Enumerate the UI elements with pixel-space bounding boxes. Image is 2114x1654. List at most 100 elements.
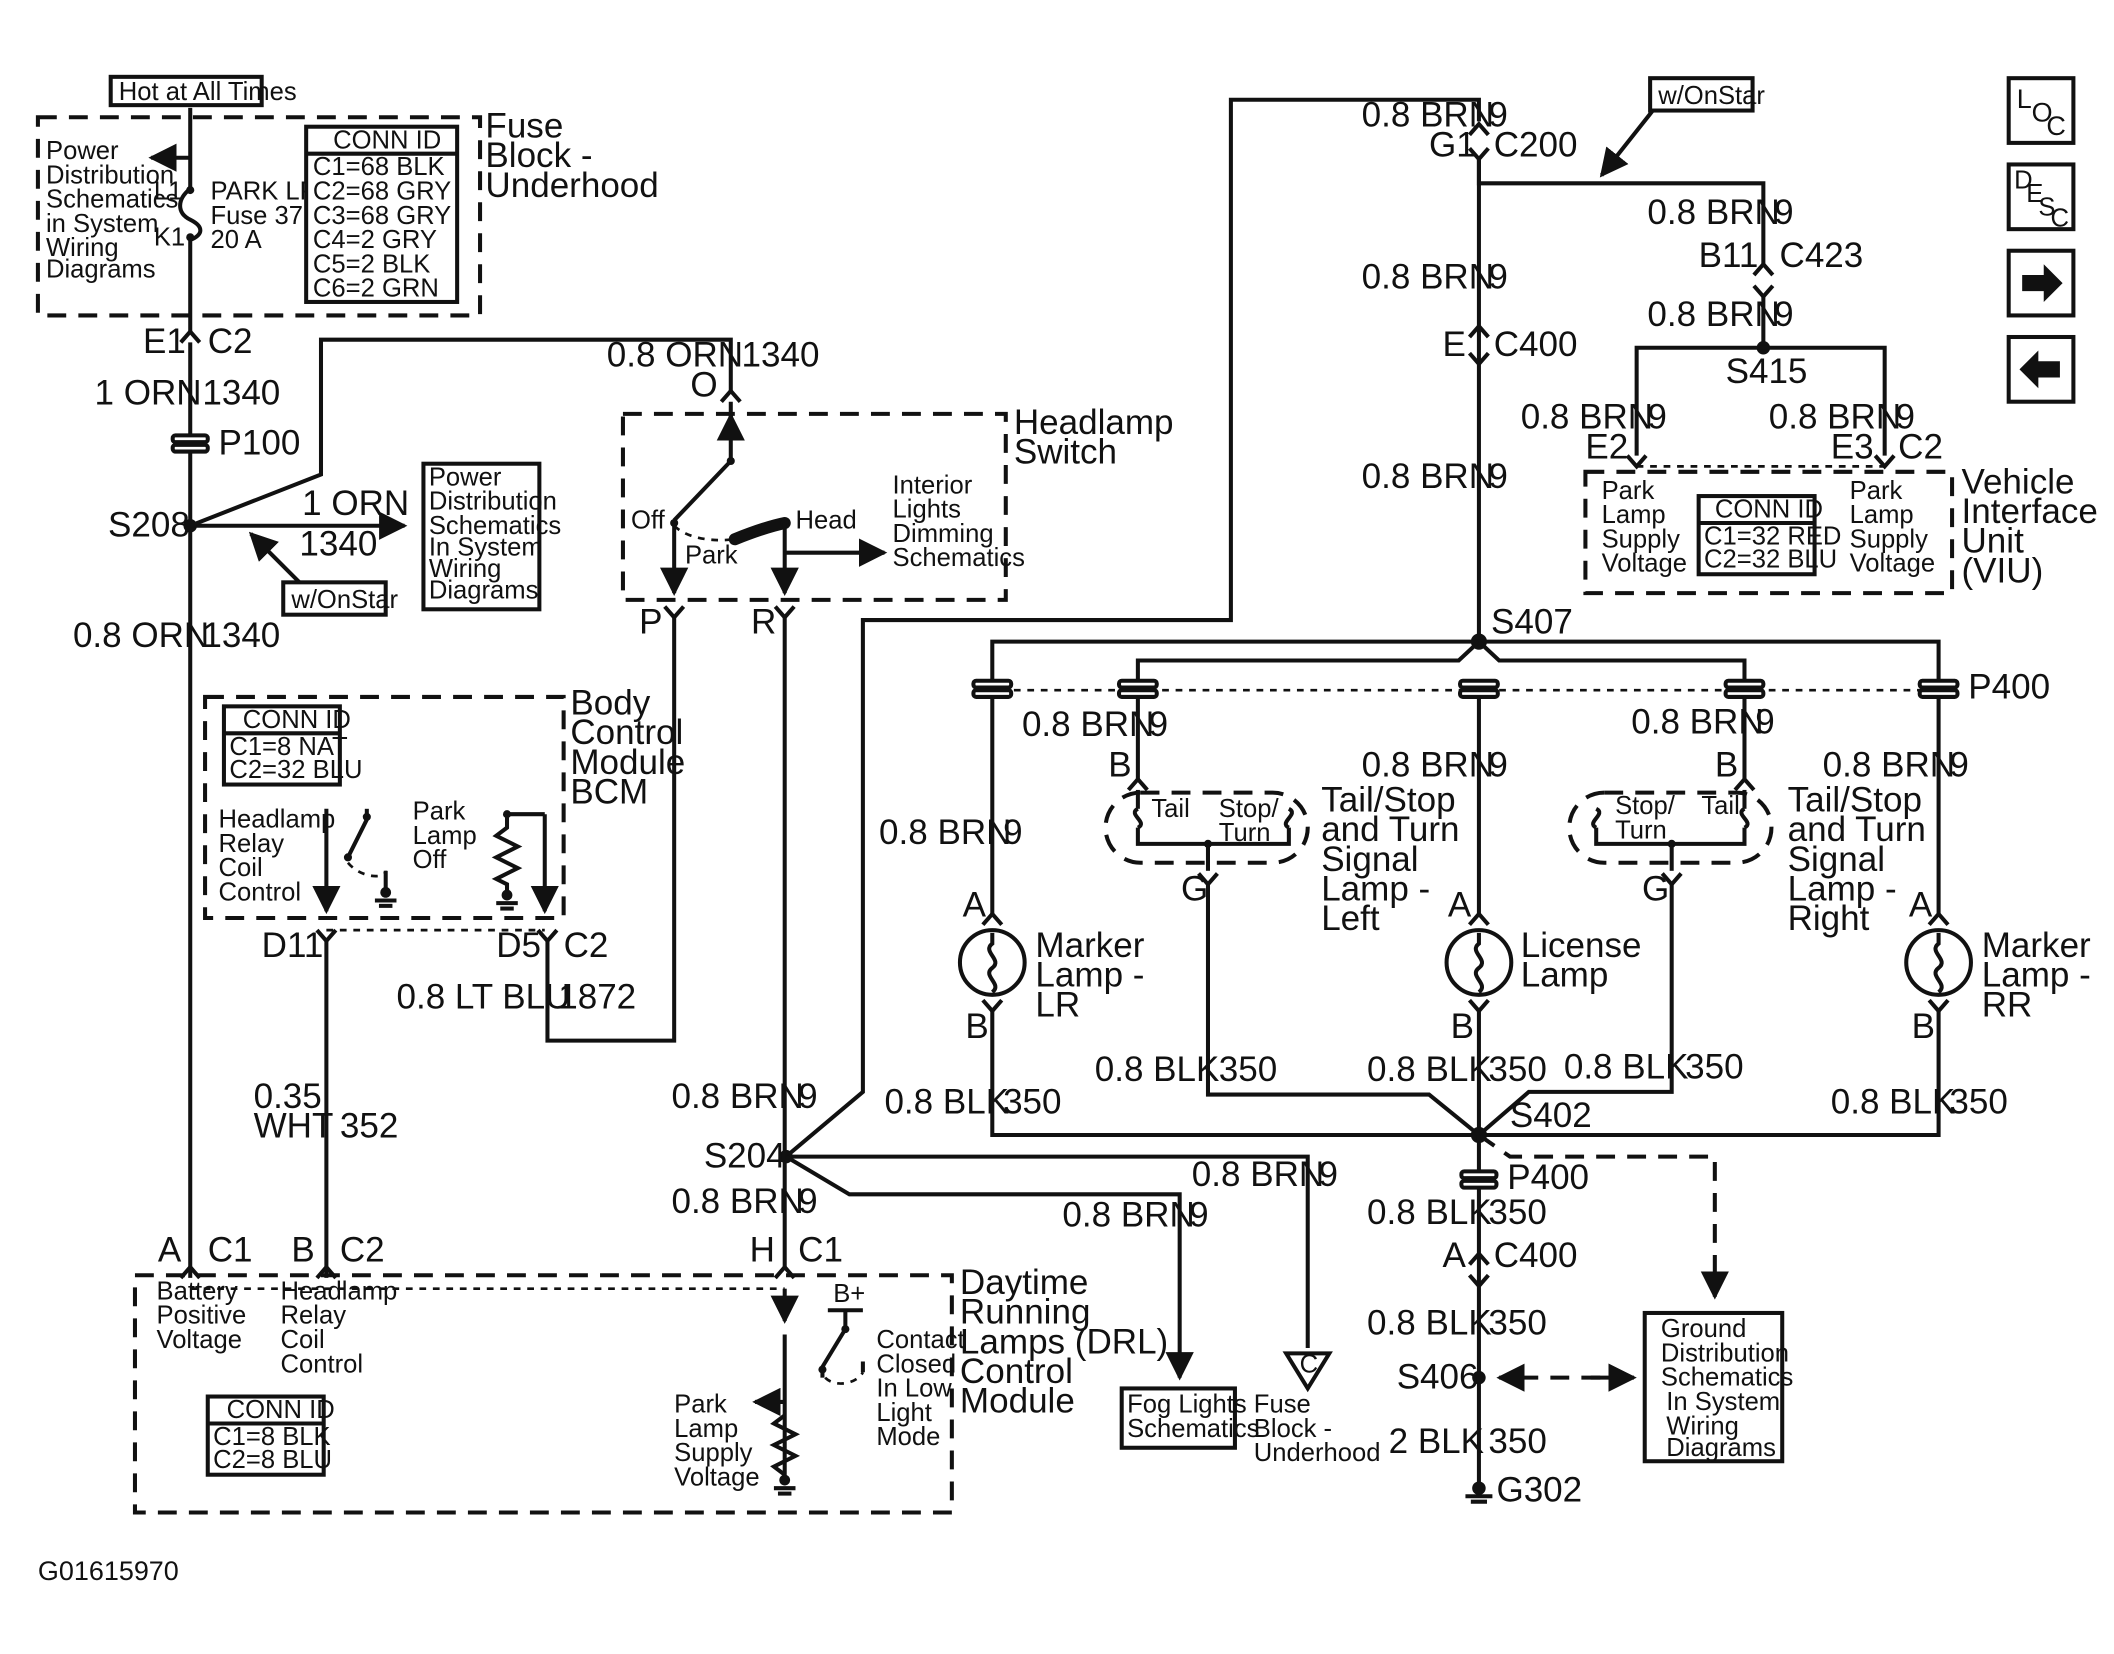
svg-text:Tail: Tail [1151, 795, 1189, 823]
svg-text:0.8 BRN: 0.8 BRN [1823, 745, 1955, 784]
svg-text:0.8 BLK: 0.8 BLK [1095, 1050, 1220, 1089]
wire-gauge: 0.8 BRN [1647, 295, 1779, 334]
bulb-icon [987, 932, 998, 994]
svg-text:Schematics: Schematics [893, 544, 1025, 572]
loc-button[interactable]: L O C [2006, 76, 2076, 145]
headlamp-switch-title: Headlamp Switch [1014, 403, 1174, 472]
svg-text:In System: In System [1666, 1388, 1780, 1416]
power-distribution-note: Power Distribution Schematics in System … [46, 137, 178, 284]
ground-distribution-box: Ground Distribution Schematics In System… [1642, 1310, 1793, 1464]
svg-text:C1=8 NAT: C1=8 NAT [229, 733, 348, 761]
svg-text:Unit: Unit [1962, 522, 2025, 561]
wire-circuit: 1340 [202, 373, 280, 412]
svg-text:Diagrams: Diagrams [1666, 1434, 1776, 1462]
wire-gauge: 0.8 BRN [1362, 96, 1494, 135]
wire-circuit: 9 [1774, 193, 1793, 232]
svg-text:Diagrams: Diagrams [429, 577, 539, 605]
wire-circuit: 9 [798, 1182, 817, 1221]
resistor-icon [491, 814, 523, 896]
license-lamp: 0.8 BRN 9 A B License Lamp 0.8 BLK 350 [1362, 698, 1641, 1136]
svg-text:350: 350 [1488, 1050, 1546, 1089]
svg-text:Right: Right [1788, 899, 1870, 938]
pin-p: P [639, 603, 662, 642]
svg-text:Headlamp: Headlamp [1014, 403, 1174, 442]
svg-text:and Turn: and Turn [1321, 810, 1459, 849]
marker-lamp-lr: 0.8 BRN 9 A B Marker Lamp - LR 0.8 BLK 3… [879, 698, 1479, 1138]
loc-letter: C [2046, 111, 2065, 141]
connector-c2: C2 [564, 926, 609, 965]
p400-connector [1459, 1169, 1499, 1190]
svg-text:G: G [1642, 869, 1669, 908]
g302-label: G302 [1496, 1471, 1582, 1510]
svg-text:Signal: Signal [1321, 840, 1418, 879]
ground-icon [773, 1474, 796, 1496]
viu-conn-table: CONN ID C1=32 RED C2=32 BLU [1696, 494, 1841, 577]
arrow-left-icon [2019, 350, 2060, 389]
battery-label: Battery Positive Voltage [157, 1277, 247, 1354]
svg-text:B: B [1715, 745, 1738, 784]
svg-text:0.8 BRN: 0.8 BRN [1631, 702, 1763, 741]
desc-letter: E [2026, 180, 2043, 208]
wire-gauge: 0.8 BRN [1769, 398, 1901, 437]
connector-c423: C423 [1780, 236, 1864, 275]
svg-text:Tail: Tail [1701, 792, 1739, 820]
pin-d5: D5 [496, 926, 541, 965]
pin-h: H [750, 1231, 775, 1270]
wire-circuit: 9 [1647, 398, 1666, 437]
bcm-conn-table: CONN ID C1=8 NAT C2=32 BLU [221, 704, 362, 787]
arrow-right-icon [2022, 264, 2063, 302]
svg-text:0.8 BLK: 0.8 BLK [1831, 1082, 1956, 1121]
wire-circuit: 9 [1488, 457, 1507, 496]
wire-gauge: 0.8 ORN [607, 336, 743, 375]
ground-icon [374, 886, 397, 908]
wire-gauge: WHT [254, 1107, 334, 1146]
svg-text:Tail/Stop: Tail/Stop [1788, 780, 1922, 819]
svg-text:C6=2 GRN: C6=2 GRN [313, 275, 439, 303]
wire-gauge: 0.35 [254, 1077, 322, 1116]
wire-circuit: 1340 [202, 616, 280, 655]
svg-text:A: A [963, 886, 987, 925]
terminal-l1: L1 [154, 178, 183, 206]
viu-outline [1583, 469, 1955, 596]
wire-circuit: 9 [1319, 1155, 1338, 1194]
loc-letter: O [2032, 97, 2053, 127]
connector-c400: C400 [1494, 1236, 1578, 1275]
next-button[interactable] [2006, 248, 2076, 318]
ground-icon [1465, 1481, 1493, 1504]
s407-label: S407 [1491, 603, 1573, 642]
pin-a: A [158, 1231, 182, 1270]
svg-text:Power: Power [429, 463, 502, 491]
s415-label: S415 [1726, 352, 1808, 391]
prev-button[interactable] [2006, 334, 2076, 404]
loc-letter: L [2017, 84, 2032, 114]
svg-text:Block -: Block - [485, 136, 592, 175]
wire-circuit: 9 [1895, 398, 1914, 437]
desc-button[interactable]: D E S C [2006, 162, 2076, 232]
svg-text:0.8 BRN: 0.8 BRN [1362, 745, 1494, 784]
p400-connector [971, 678, 1960, 699]
connector-c2: C2 [340, 1231, 385, 1270]
svg-text:Closed: Closed [876, 1350, 956, 1378]
svg-text:Supply: Supply [1850, 525, 1928, 553]
svg-text:PARK LP: PARK LP [210, 178, 316, 206]
svg-text:Wiring: Wiring [1666, 1412, 1739, 1440]
svg-text:w/OnStar: w/OnStar [290, 586, 398, 614]
wire-gauge: 0.8 BRN [1362, 457, 1494, 496]
svg-text:Park: Park [413, 798, 466, 826]
svg-text:Positive: Positive [157, 1302, 247, 1330]
svg-text:Fuse: Fuse [1254, 1391, 1311, 1419]
svg-text:Lamp -: Lamp - [1788, 869, 1897, 908]
svg-text:Schematics: Schematics [46, 186, 178, 214]
svg-text:Headlamp: Headlamp [219, 806, 336, 834]
svg-text:B: B [965, 1007, 988, 1046]
svg-text:Voltage: Voltage [157, 1326, 242, 1354]
wire-gauge: 0.8 BRN [1062, 1196, 1194, 1235]
ground-icon [496, 889, 518, 911]
wire-gauge: 0.8 BRN [1647, 193, 1779, 232]
svg-text:9: 9 [1755, 702, 1774, 741]
pin-d11: D11 [262, 926, 324, 965]
svg-text:B: B [1108, 745, 1131, 784]
svg-text:Left: Left [1321, 899, 1380, 938]
svg-text:Voltage: Voltage [674, 1463, 759, 1491]
svg-text:(VIU): (VIU) [1962, 551, 2044, 590]
